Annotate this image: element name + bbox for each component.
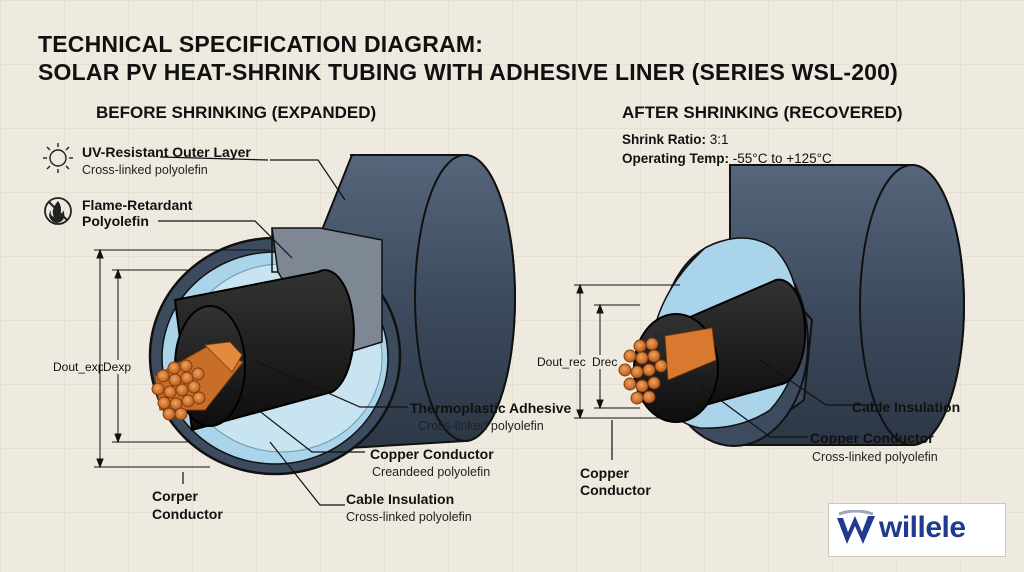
adhesive-sub: Cross-linked polyolefin [418,419,544,433]
no-fire-icon [44,197,72,225]
before-heading: BEFORE SHRINKING (EXPANDED) [96,103,377,122]
cable-insulation-recovered-label: Cable Insulation [852,399,961,415]
uv-layer-label: UV-Resistant Outer Layer [82,144,251,160]
dimension-lines-recovered [574,283,680,420]
leader-lines [158,156,882,506]
adhesive-label: Thermoplastic Adhesive [410,400,572,416]
operating-temp: Operating Temp: -55°C to +125°C [622,151,832,166]
dim-inner-recovered: Drec [592,355,618,369]
copper-conductor-label: Copper Conductor [370,446,494,462]
recovered-cable [618,164,965,447]
title-line-1: TECHNICAL SPECIFICATION DIAGRAM: [38,31,484,57]
copper-conductor-sub: Creandeed polyolefin [372,465,491,479]
logo-mark-icon [837,510,875,544]
copper-conductor-recovered-label: Copper Conductor [810,430,934,446]
corper-label-1: Corper [152,488,198,504]
uv-layer-sub: Cross-linked polyolefin [82,163,208,177]
cable-insulation-sub: Cross-linked polyolefin [346,510,472,524]
corper-label-2: Conductor [152,506,223,522]
sun-icon [43,143,73,173]
brand-logo: willele [828,503,1006,557]
logo-text: willele [879,511,966,544]
cable-insulation-label: Cable Insulation [346,491,455,507]
copper-conductor-recovered-sub: Cross-linked polyolefin [812,450,938,464]
dim-outer-recovered: Dout_rec [537,355,586,369]
flame-label-2: Polyolefin [82,213,149,229]
dim-outer-expanded: Dout_exp [53,360,105,374]
copper-label-2: Conductor [580,482,651,498]
title-line-2: SOLAR PV HEAT-SHRINK TUBING WITH ADHESIV… [38,59,899,85]
flame-label-1: Flame-Retardant [82,197,193,213]
dim-inner-expanded: Dexp [103,360,132,374]
dimension-lines-expanded [94,248,270,469]
copper-label-1: Copper [580,465,629,481]
expanded-cable [148,154,516,476]
after-heading: AFTER SHRINKING (RECOVERED) [622,103,903,122]
shrink-ratio: Shrink Ratio: 3:1 [622,132,729,147]
